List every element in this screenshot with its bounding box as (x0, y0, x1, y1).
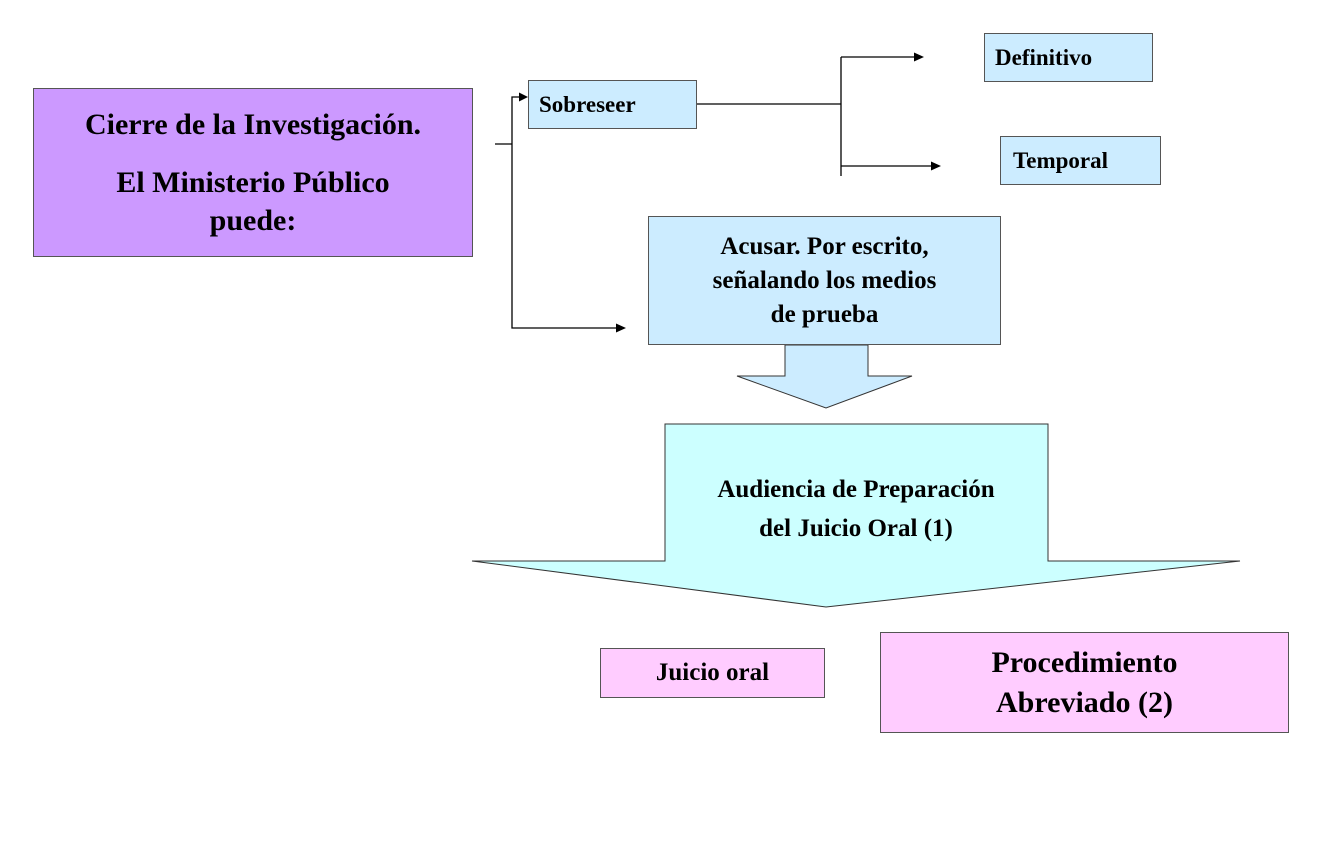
abreviado-line-1: Procedimiento (991, 645, 1178, 679)
arrowhead-to-definitivo (914, 52, 924, 62)
procedimiento-abreviado-box: Procedimiento Abreviado (2) (880, 632, 1289, 733)
audiencia-line-1: Audiencia de Preparación (717, 476, 994, 503)
cierre-line-2: El Ministerio Público (116, 165, 390, 199)
sobreseer-label: Sobreseer (539, 91, 636, 117)
cierre-line-1: Cierre de la Investigación. (84, 107, 422, 141)
sobreseer-box: Sobreseer (528, 80, 697, 129)
connector-sobreseer-fork (697, 56, 932, 176)
acusar-line-1: Acusar. Por escrito, (720, 232, 929, 260)
arrowhead-to-temporal (931, 161, 941, 171)
acusar-box: Acusar. Por escrito, señalando los medio… (648, 216, 1001, 345)
juicio-oral-label: Juicio oral (655, 659, 770, 686)
temporal-box: Temporal (1000, 136, 1161, 185)
acusar-line-3: de prueba (770, 300, 879, 328)
acusar-down-arrow (736, 344, 913, 409)
definitivo-label: Definitivo (995, 44, 1093, 70)
juicio-oral-box: Juicio oral (600, 648, 825, 698)
audiencia-arrow-shape (471, 423, 1241, 608)
arrowhead-to-acusar (616, 323, 626, 333)
acusar-line-2: señalando los medios (712, 266, 937, 294)
temporal-label: Temporal (1013, 147, 1108, 173)
arrowhead-to-sobreseer (519, 92, 528, 102)
definitivo-box: Definitivo (984, 33, 1153, 82)
cierre-line-3: puede: (209, 203, 297, 237)
abreviado-line-2: Abreviado (2) (996, 685, 1173, 719)
cierre-investigacion-box: Cierre de la Investigación. El Ministeri… (33, 88, 473, 257)
audiencia-line-2: del Juicio Oral (1) (759, 515, 953, 542)
connector-cierre-fork (495, 96, 617, 329)
